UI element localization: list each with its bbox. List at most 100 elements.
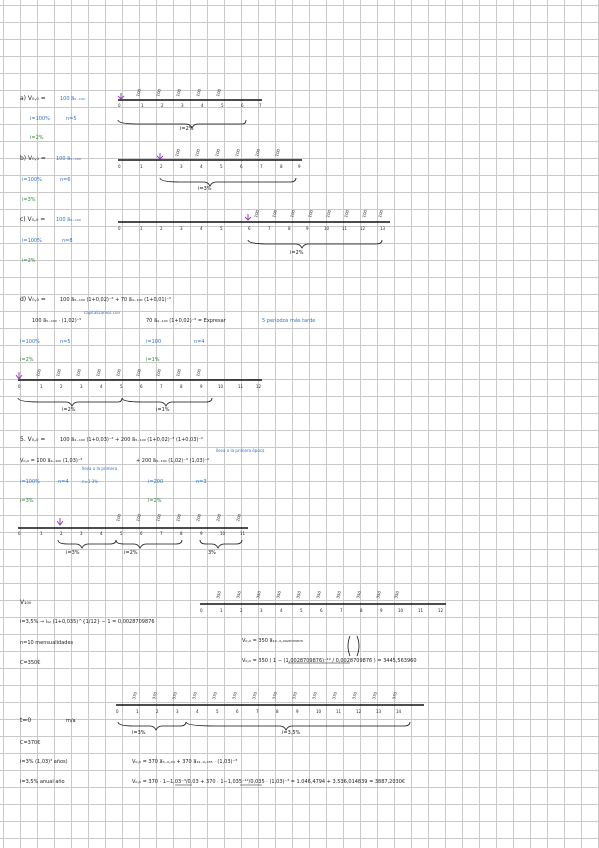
block-e-note-a: lleva a la primera	[82, 466, 118, 471]
block-d-r-rate: i=100	[146, 339, 162, 345]
block-a-n: n=5	[66, 116, 77, 122]
axis-tick: 0	[118, 164, 121, 169]
block-e-note-b: lleva a la primera época	[216, 448, 265, 453]
axis-tick: 1	[136, 709, 139, 714]
block-e-l-n: n=4	[58, 479, 69, 485]
block-c-header: c) V₀,₀ =	[20, 216, 46, 223]
axis-tick: 0	[118, 103, 121, 108]
axis-tick: 7	[160, 531, 163, 536]
axis-tick: 3	[80, 531, 83, 536]
axis-tick: 3	[181, 103, 184, 108]
axis-tick: 7	[340, 608, 343, 613]
block-e-r-rate: i=200	[148, 479, 164, 485]
block-g-brace-2: i=3,5%	[282, 730, 301, 736]
block-f-v2: V₀,₀ = 350 ( 1 − (1,0028709876)⁻¹⁰ / 0,0…	[242, 658, 417, 664]
axis-tick: 5	[300, 608, 303, 613]
axis-tick: 5	[120, 531, 123, 536]
block-d-l-eff: i=2%	[20, 357, 34, 363]
axis-tick: 10	[316, 709, 322, 714]
axis-tick: 7	[260, 164, 263, 169]
block-e-brace-1: i=3%	[66, 550, 80, 556]
block-d-formula: 100 a̅₅₋₁₀₀ (1+0,02)⁻⁵ + 70 a̅₄₋₁₀₀ (1+0…	[60, 297, 172, 303]
axis-tick: 5	[216, 709, 219, 714]
block-g-i2: i=3,5% anual año	[20, 779, 65, 785]
axis-tick: 9	[200, 531, 203, 536]
axis-tick: 8	[360, 608, 363, 613]
axis-tick: 8	[276, 709, 279, 714]
block-d-brace-1: i=2%	[62, 407, 76, 413]
axis-tick: 2	[160, 226, 163, 231]
axis-tick: 12	[256, 384, 262, 389]
block-e-brace-2: i=2%	[124, 550, 138, 556]
block-b-brace-label: i=3%	[198, 186, 212, 192]
axis-tick: 1	[40, 531, 43, 536]
axis-tick: 11	[238, 384, 244, 389]
block-e-l-eff: i=3%	[20, 498, 34, 504]
axis-tick: 3	[176, 709, 179, 714]
block-g-sub: m/a	[66, 718, 76, 724]
axis-tick: 4	[200, 164, 203, 169]
axis-tick: 8	[180, 384, 183, 389]
axis-tick: 12	[360, 226, 366, 231]
axis-tick: 7	[268, 226, 271, 231]
block-d-r-eff: i=1%	[146, 357, 160, 363]
axis-tick: 12	[356, 709, 362, 714]
axis-tick: 0	[200, 608, 203, 613]
block-b-rate: i=100%	[22, 177, 42, 183]
axis-tick: 1	[220, 608, 223, 613]
block-e-header: 5. V₀,₀ =	[20, 436, 46, 443]
block-f-line2: n=10 mensualidades	[20, 640, 74, 646]
block-e-l-sub: n=1 3%	[82, 479, 99, 484]
block-e-line2: V₀,₀ = 100 a̅₄₋₁₀₀ (1,03)⁻²	[20, 458, 83, 464]
axis-tick: 10	[324, 226, 330, 231]
block-d-left-note: 100 a̅₅₋₁₀₀ · (1,02)⁻⁵	[32, 318, 82, 324]
axis-tick: 6	[140, 384, 143, 389]
block-d-l-rate: i=100%	[20, 339, 40, 345]
axis-tick: 1	[141, 103, 144, 108]
block-g-v1: V₀,₀ = 370 a̅₃₋₀,₀₃ + 370 a̅₁₂₋₀,₀₃₅ · (…	[132, 759, 238, 765]
axis-tick: 10	[398, 608, 404, 613]
axis-tick: 4	[100, 531, 103, 536]
block-f-line3: C=350€	[20, 660, 41, 666]
axis-tick: 6	[236, 709, 239, 714]
axis-tick: 3	[260, 608, 263, 613]
axis-tick: 0	[118, 226, 121, 231]
block-d-brace-2: i=1%	[156, 407, 170, 413]
axis-tick: 4	[201, 103, 204, 108]
axis-tick: 4	[280, 608, 283, 613]
block-g-v2: V₀,₀ = 370 · 1−1,03⁻³/0,03 + 370 · 1−1,0…	[132, 779, 406, 785]
axis-tick: 8	[288, 226, 291, 231]
axis-tick: 6	[241, 103, 244, 108]
block-a-brace-label: i=2%	[180, 126, 194, 132]
block-e-formula: 100 a̅₄₋₁₀₀ (1+0,03)⁻² + 200 a̅₃₋₁₀₀ (1+…	[60, 437, 203, 443]
block-d-right-note: 70 a̅₄₋₁₀₀ (1+0,02)⁻⁵ = Expresar	[146, 318, 226, 324]
axis-tick: 11	[336, 709, 342, 714]
axis-tick: 0	[18, 531, 21, 536]
block-c-value: 100 a̅₈₋₁₀₀	[56, 217, 81, 223]
block-c-brace-label: i=2%	[290, 250, 304, 256]
axis-tick: 3	[180, 226, 183, 231]
axis-tick: 9	[296, 709, 299, 714]
axis-tick: 0	[116, 709, 119, 714]
block-c-eff: i=2%	[22, 258, 36, 264]
axis-tick: 5	[221, 103, 224, 108]
block-a-rate: i=100%	[30, 116, 50, 122]
block-e-r-n: n=3	[196, 479, 207, 485]
axis-tick: 7	[256, 709, 259, 714]
axis-tick: 5	[220, 226, 223, 231]
axis-tick: 11	[342, 226, 348, 231]
block-b-value: 100 a̅₅₋₁₀₀	[56, 156, 81, 162]
block-g-c: C=370€	[20, 740, 41, 746]
axis-tick: 10	[220, 531, 226, 536]
axis-tick: 5	[120, 384, 123, 389]
block-a-value: 100 a̅₅₋₁₀₀	[60, 96, 85, 102]
axis-tick: 12	[438, 608, 444, 613]
block-d-r-n: n=4	[194, 339, 205, 345]
block-b-eff: i=3%	[22, 197, 36, 203]
axis-tick: 2	[160, 164, 163, 169]
axis-tick: 2	[240, 608, 243, 613]
axis-tick: 9	[298, 164, 301, 169]
block-d-left-sub: capitalizamos con	[84, 310, 120, 315]
axis-tick: 6	[320, 608, 323, 613]
